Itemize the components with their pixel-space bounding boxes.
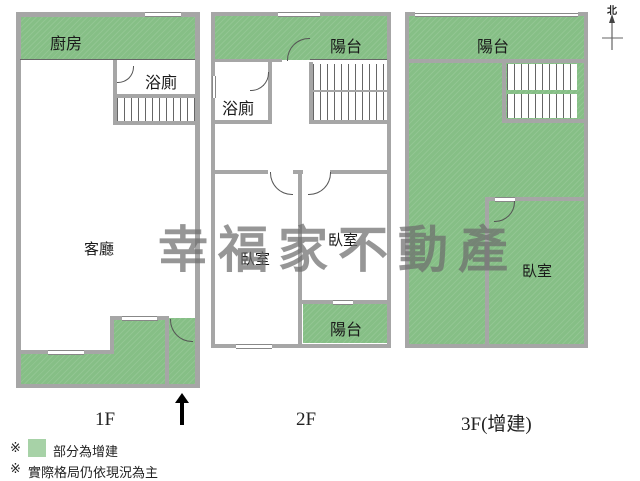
window	[212, 76, 216, 98]
wall	[215, 120, 272, 124]
door-swing	[270, 172, 293, 195]
staircase	[507, 94, 577, 118]
balcony-area	[303, 303, 388, 343]
wall	[84, 350, 114, 354]
wall	[16, 384, 200, 388]
wall	[309, 62, 313, 124]
watermark-text: 幸福家不動產	[158, 221, 518, 279]
wall	[16, 12, 21, 388]
wall	[298, 172, 302, 348]
floor-label-2f: 2F	[296, 409, 317, 430]
floor-label-3f: 3F(增建)	[461, 414, 532, 435]
room-label-balcony: 陽台	[330, 37, 363, 56]
wall	[387, 12, 391, 348]
room-label-balcony: 陽台	[477, 37, 510, 56]
staircase	[313, 92, 387, 120]
door-swing	[250, 72, 269, 91]
wall	[211, 12, 215, 348]
wall	[515, 197, 584, 201]
wall	[20, 350, 48, 354]
room-label-living-room: 客廳	[84, 240, 115, 258]
room-label-bedroom: 臥室	[240, 250, 271, 268]
wall	[113, 60, 117, 125]
compass: 北	[600, 0, 630, 50]
kitchen-area	[20, 16, 195, 60]
wall	[165, 316, 169, 388]
room-label-bathroom: 浴廁	[222, 99, 255, 118]
window	[278, 12, 320, 17]
wall	[405, 12, 409, 348]
wall	[195, 12, 200, 388]
wall	[502, 119, 584, 123]
floor-label-1f: 1F	[95, 409, 116, 430]
wall	[405, 12, 415, 16]
wall	[313, 90, 387, 92]
wall	[117, 94, 195, 98]
entrance-arrow-icon	[175, 393, 189, 425]
wall	[502, 63, 506, 123]
wall	[584, 12, 588, 348]
wall	[215, 170, 268, 174]
legend-mark: ※	[10, 441, 21, 456]
wall	[330, 170, 387, 174]
wall	[157, 316, 169, 320]
legend-addition-text: 部分為增建	[53, 445, 119, 460]
legend-swatch-addition	[28, 439, 46, 457]
front-yard-notch	[20, 318, 113, 352]
wall	[20, 59, 195, 60]
staircase	[313, 64, 387, 90]
wall	[405, 344, 588, 348]
wall	[113, 121, 195, 125]
window	[236, 344, 272, 349]
wall	[310, 59, 387, 60]
door-swing	[308, 172, 331, 195]
window	[122, 316, 158, 321]
staircase	[117, 98, 195, 121]
wall	[302, 300, 333, 304]
wall	[16, 12, 200, 17]
wall	[110, 316, 114, 354]
legend-mark: ※	[10, 462, 21, 477]
window	[333, 300, 353, 305]
wall	[409, 59, 584, 63]
wall	[485, 197, 489, 344]
window	[145, 12, 181, 17]
wall	[110, 316, 122, 320]
compass-north-label: 北	[607, 6, 617, 17]
north-arrow-icon	[602, 14, 623, 50]
window	[415, 13, 578, 17]
staircase	[507, 64, 577, 90]
room-label-kitchen: 廚房	[50, 34, 83, 53]
room-label-bedroom: 臥室	[522, 262, 553, 280]
wall	[485, 197, 495, 201]
room-label-bedroom: 臥室	[328, 231, 359, 249]
window	[48, 350, 84, 355]
room-label-bathroom: 浴廁	[145, 73, 178, 92]
wall	[353, 300, 387, 304]
wall	[309, 120, 387, 124]
wall	[268, 62, 272, 122]
room-label-balcony: 陽台	[330, 320, 363, 339]
wall	[215, 59, 282, 62]
wall	[578, 12, 588, 16]
legend-note-text: 實際格局仍依現況為主	[28, 466, 159, 481]
